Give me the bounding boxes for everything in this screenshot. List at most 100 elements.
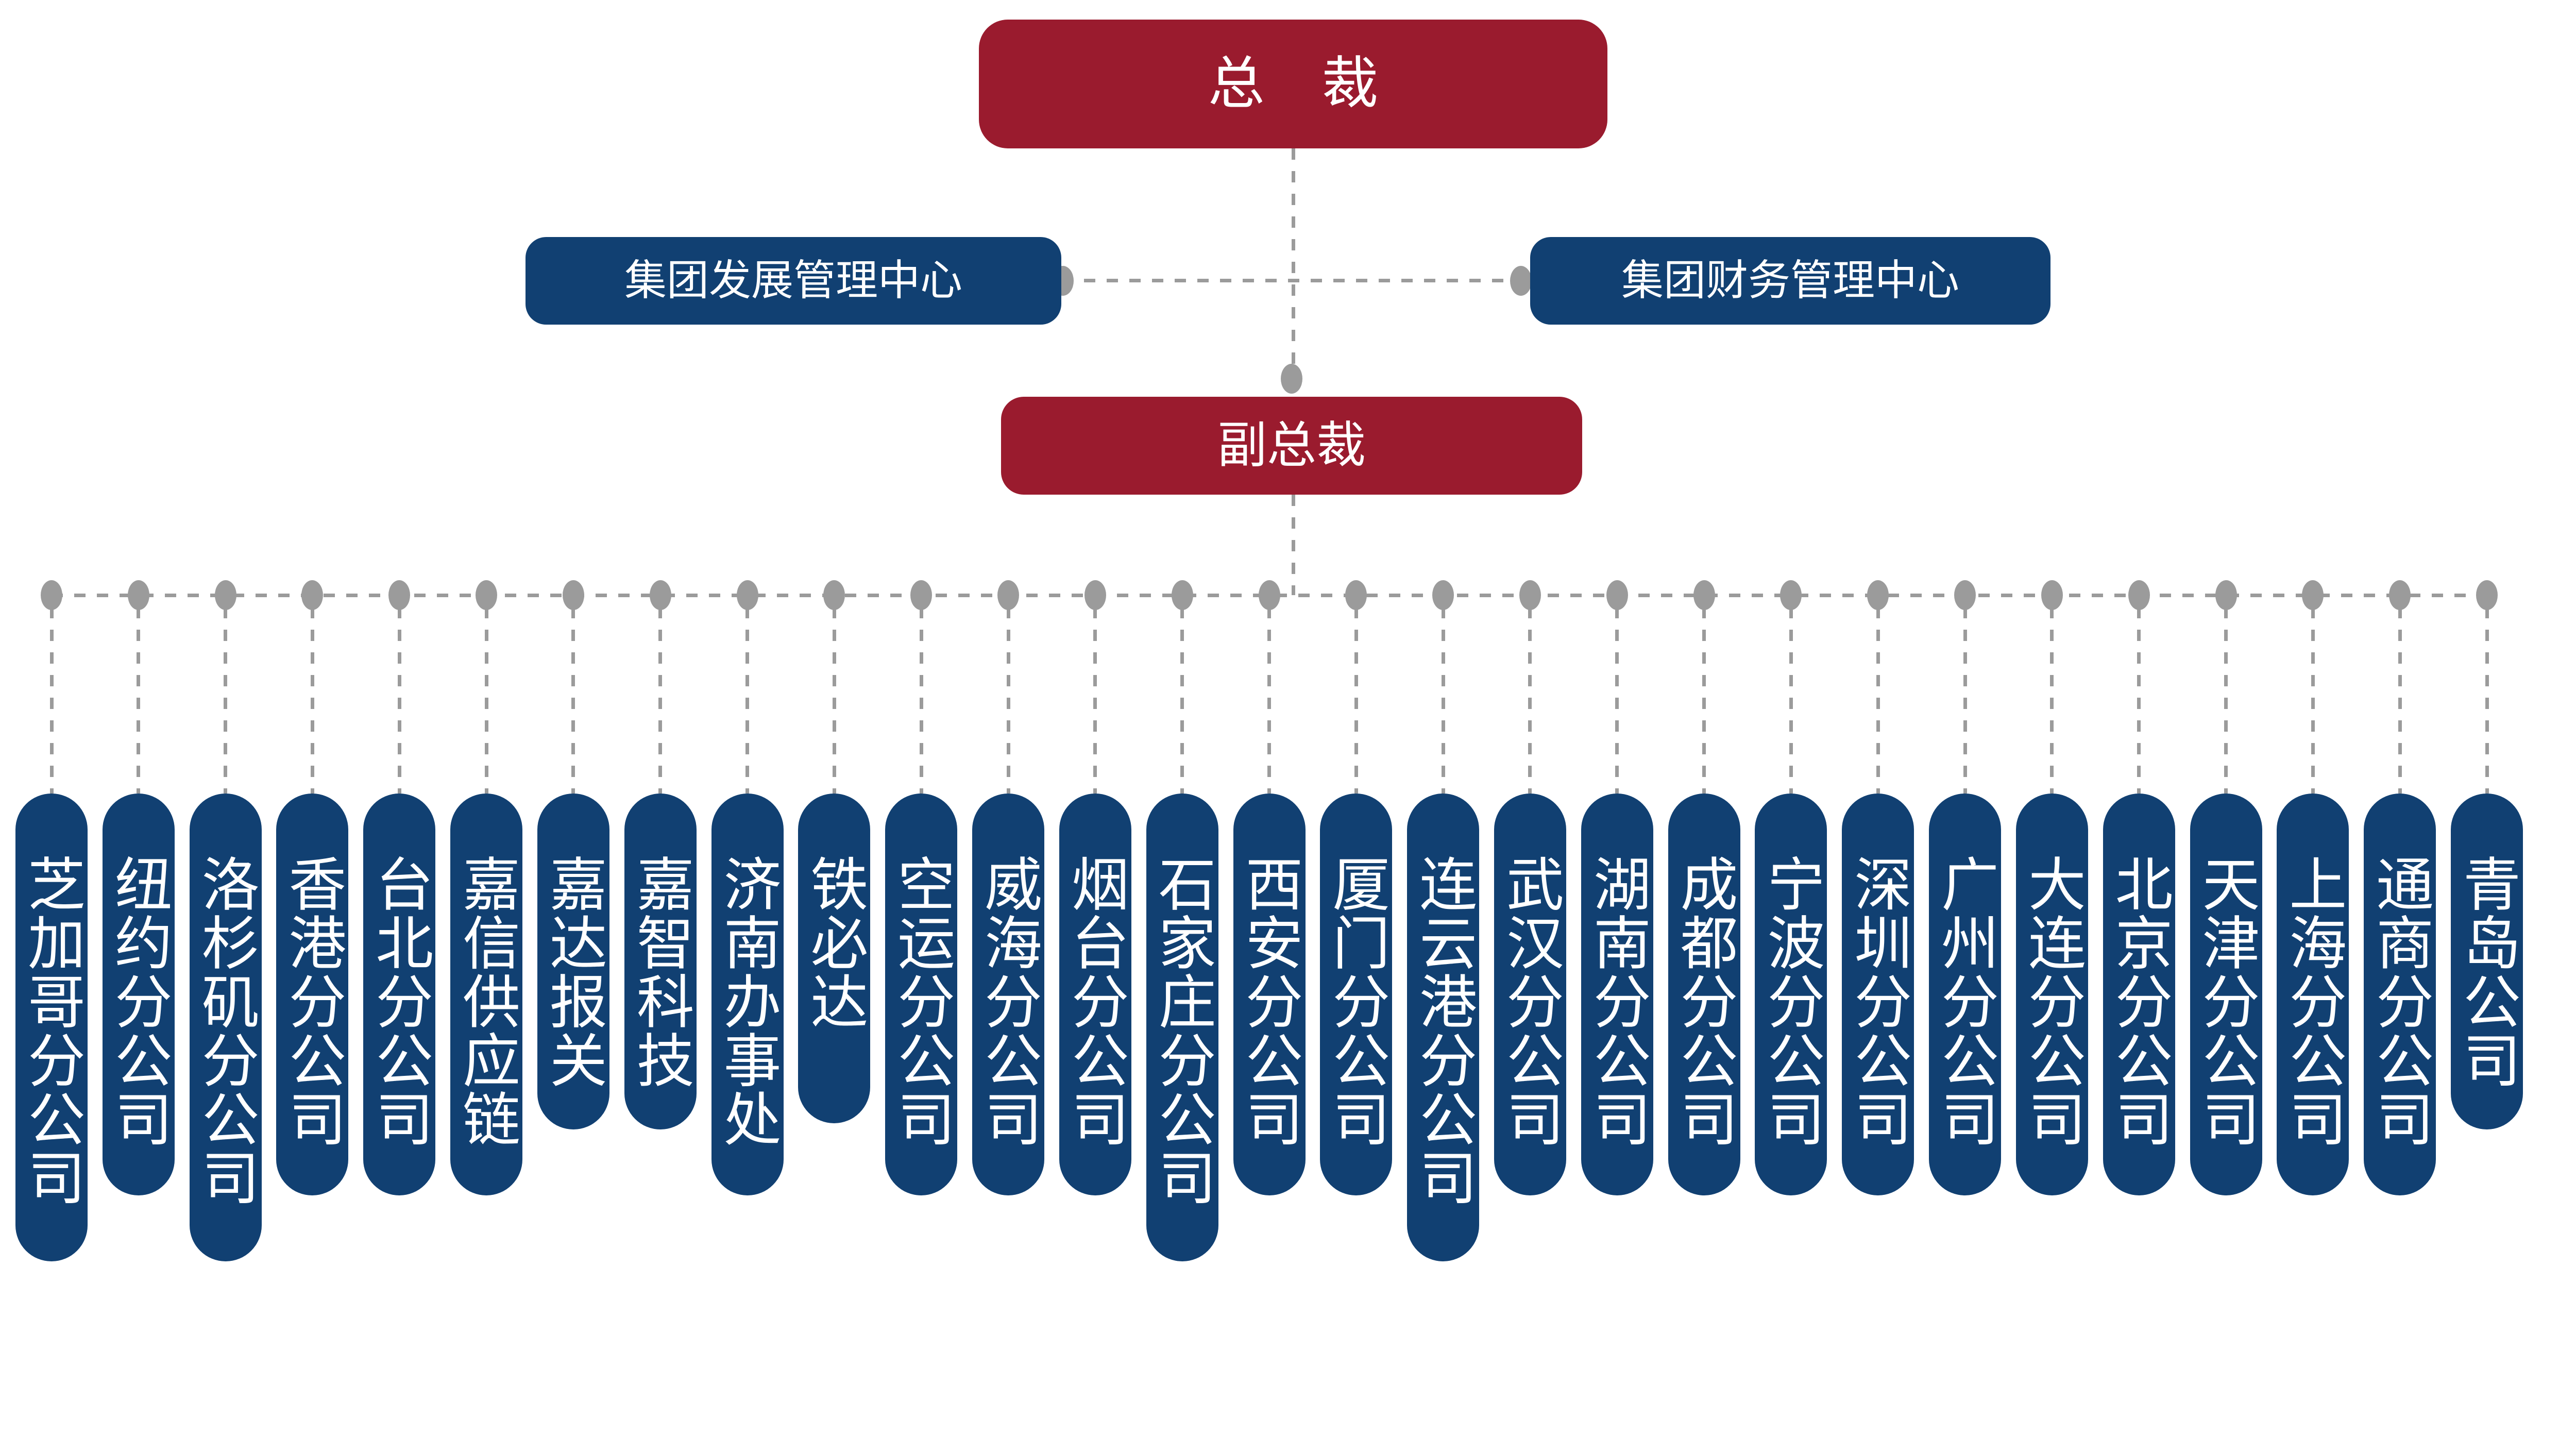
branch-node-3[interactable]: 洛杉矶分公司 (189, 794, 262, 1261)
branch-connector-dot (1954, 580, 1976, 610)
branch-node-label: 石家庄分公司 (1150, 854, 1215, 1207)
branch-node-label: 北京分公司 (2107, 854, 2172, 1148)
branch-node-label: 嘉智科技 (628, 854, 693, 1089)
branch-node-label: 武汉分公司 (1498, 854, 1563, 1148)
branch-connector-dot (388, 580, 411, 610)
branch-node-label: 洛杉矶分公司 (193, 854, 258, 1207)
branch-node-24[interactable]: 大连分公司 (2015, 794, 2088, 1195)
branch-node-10[interactable]: 铁必达 (798, 794, 871, 1123)
branch-node-label: 湖南分公司 (1585, 854, 1650, 1148)
branch-connector-dot (214, 580, 236, 610)
branch-node-14[interactable]: 石家庄分公司 (1146, 794, 1218, 1261)
branch-node-8[interactable]: 嘉智科技 (624, 794, 697, 1129)
branch-node-2[interactable]: 纽约分公司 (102, 794, 175, 1195)
branch-connector-dot (1432, 580, 1454, 610)
branch-connector-dot (1780, 580, 1802, 610)
branch-node-25[interactable]: 北京分公司 (2103, 794, 2175, 1195)
branch-node-13[interactable]: 烟台分公司 (1059, 794, 1131, 1195)
branch-node-label: 台北分公司 (367, 854, 432, 1148)
branch-node-28[interactable]: 通商分公司 (2364, 794, 2436, 1195)
branch-node-29[interactable]: 青岛公司 (2451, 794, 2523, 1129)
branch-connector-dot (562, 580, 584, 610)
branch-node-label: 芝加哥分公司 (19, 854, 84, 1207)
branch-connector-dot (476, 580, 498, 610)
branch-node-5[interactable]: 台北分公司 (363, 794, 436, 1195)
branch-drop-line (310, 607, 314, 794)
branch-node-7[interactable]: 嘉达报关 (537, 794, 609, 1129)
branch-connector-dot (1867, 580, 1889, 610)
branch-node-label: 深圳分公司 (1846, 854, 1911, 1148)
node-group-finance-center[interactable]: 集团财务管理中心 (1530, 237, 2050, 325)
branch-drop-line (2398, 607, 2402, 794)
branch-drop-line (2485, 607, 2489, 794)
branch-node-label: 连云港分公司 (1411, 854, 1476, 1207)
branch-drop-line (1006, 607, 1010, 794)
branch-node-23[interactable]: 广州分公司 (1929, 794, 2002, 1195)
branch-node-1[interactable]: 芝加哥分公司 (15, 794, 88, 1261)
branch-connector-dot (1519, 580, 1541, 610)
node-group-finance-center-label: 集团财务管理中心 (1621, 257, 1959, 304)
branch-node-27[interactable]: 上海分公司 (2277, 794, 2349, 1195)
branch-connector-dot (823, 580, 845, 610)
branch-node-12[interactable]: 威海分公司 (972, 794, 1045, 1195)
connector-dot-right-center (1510, 266, 1532, 296)
branch-connector-dot (649, 580, 671, 610)
branch-connector-dot (1171, 580, 1193, 610)
branch-connector-dot (1693, 580, 1715, 610)
branch-drop-line (484, 607, 488, 794)
branch-connector-dot (41, 580, 62, 610)
branch-connector-dot (1258, 580, 1280, 610)
branch-drop-line (49, 607, 54, 794)
branch-node-18[interactable]: 武汉分公司 (1494, 794, 1566, 1195)
branch-node-20[interactable]: 成都分公司 (1668, 794, 1740, 1195)
branch-node-label: 天津分公司 (2194, 854, 2259, 1148)
branch-drop-line (1093, 607, 1097, 794)
branch-drop-line (137, 607, 141, 794)
branch-node-26[interactable]: 天津分公司 (2190, 794, 2262, 1195)
branch-node-label: 西安分公司 (1237, 854, 1302, 1148)
branch-connector-dot (2389, 580, 2411, 610)
branch-node-9[interactable]: 济南办事处 (711, 794, 784, 1195)
branch-node-label: 广州分公司 (1933, 854, 1998, 1148)
node-vice-president-label: 副总裁 (1217, 418, 1366, 474)
branch-node-17[interactable]: 连云港分公司 (1407, 794, 1480, 1261)
branch-node-6[interactable]: 嘉信供应链 (450, 794, 523, 1195)
branch-connector-dot (127, 580, 149, 610)
branch-node-16[interactable]: 厦门分公司 (1320, 794, 1393, 1195)
branch-connector-dot (910, 580, 933, 610)
branch-connector-dot (301, 580, 324, 610)
branch-drop-line (745, 607, 750, 794)
branch-connector-dot (997, 580, 1020, 610)
branch-drop-line (1876, 607, 1880, 794)
branch-node-label: 青岛公司 (2454, 854, 2519, 1089)
node-group-development-center[interactable]: 集团发展管理中心 (526, 237, 1061, 325)
node-president[interactable]: 总 裁 (979, 20, 1607, 148)
branch-connector-dot (2302, 580, 2324, 610)
branch-node-label: 纽约分公司 (106, 854, 171, 1148)
connector-staff-horizontal (1061, 279, 1530, 282)
branch-drop-line (224, 607, 228, 794)
branch-connector-dot (2215, 580, 2237, 610)
branch-node-4[interactable]: 香港分公司 (276, 794, 349, 1195)
branch-node-22[interactable]: 深圳分公司 (1842, 794, 1914, 1195)
branch-drop-line (1789, 607, 1793, 794)
branch-drop-line (2137, 607, 2141, 794)
branch-drop-line (2224, 607, 2228, 794)
node-vice-president[interactable]: 副总裁 (1001, 397, 1582, 495)
branch-node-label: 济南办事处 (715, 854, 780, 1148)
branch-node-15[interactable]: 西安分公司 (1233, 794, 1306, 1195)
node-president-label: 总 裁 (1208, 52, 1399, 115)
branch-node-11[interactable]: 空运分公司 (885, 794, 958, 1195)
branch-node-label: 铁必达 (802, 854, 867, 1031)
branch-connector-dot (736, 580, 758, 610)
branch-node-label: 上海分公司 (2281, 854, 2346, 1148)
branch-node-19[interactable]: 湖南分公司 (1581, 794, 1653, 1195)
branch-node-21[interactable]: 宁波分公司 (1755, 794, 1827, 1195)
branch-drop-line (1702, 607, 1706, 794)
branch-node-label: 香港分公司 (280, 854, 345, 1148)
connector-dot-vice-president (1281, 364, 1302, 394)
branch-drop-line (832, 607, 836, 794)
branch-node-label: 大连分公司 (2020, 854, 2084, 1148)
branch-drop-line (2311, 607, 2315, 794)
